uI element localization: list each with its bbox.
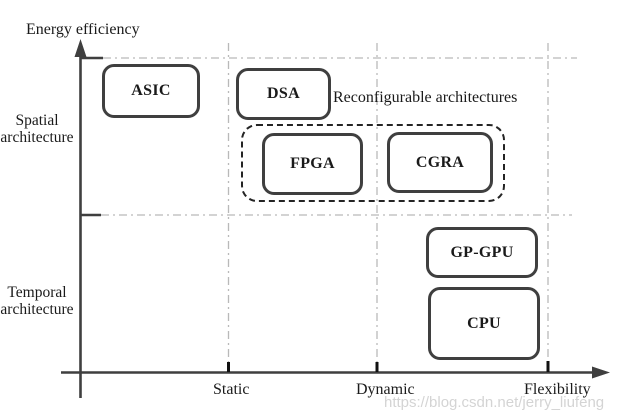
reconfigurable-group-outline [241, 124, 505, 202]
box-gpgpu-label: GP-GPU [450, 243, 514, 261]
x-tick-label-static: Static [213, 381, 250, 398]
box-cgra: CGRA [387, 132, 493, 193]
box-asic-label: ASIC [131, 82, 171, 99]
box-cgra-label: CGRA [415, 153, 465, 171]
y-region-label-spatial-line2: architecture [0, 129, 74, 146]
box-dsa: DSA [236, 68, 331, 120]
box-cpu: CPU [428, 287, 540, 360]
box-fpga: FPGA [262, 133, 363, 195]
y-region-label-temporal-line1: Temporal [7, 284, 67, 301]
y-axis-title: Energy efficiency [26, 21, 140, 38]
y-region-label-spatial: Spatial architecture [0, 112, 79, 146]
x-tick-label-dynamic: Dynamic [356, 381, 415, 398]
box-cpu-label: CPU [467, 314, 501, 332]
y-region-label-temporal: Temporal architecture [0, 284, 79, 318]
y-region-label-spatial-line1: Spatial [15, 112, 59, 129]
y-region-label-temporal-line2: architecture [0, 301, 74, 318]
box-gpgpu: GP-GPU [426, 227, 538, 278]
box-dsa-label: DSA [267, 85, 300, 102]
csdn-watermark: https://blog.csdn.net/jerry_liufeng [384, 394, 605, 411]
reconfigurable-group-label: Reconfigurable architectures [333, 89, 518, 106]
x-axis-title: Flexibility [524, 381, 591, 398]
box-asic: ASIC [102, 64, 200, 118]
box-fpga-label: FPGA [290, 155, 335, 172]
y-axis-arrowhead [74, 39, 87, 57]
x-axis-arrowhead [592, 366, 610, 379]
